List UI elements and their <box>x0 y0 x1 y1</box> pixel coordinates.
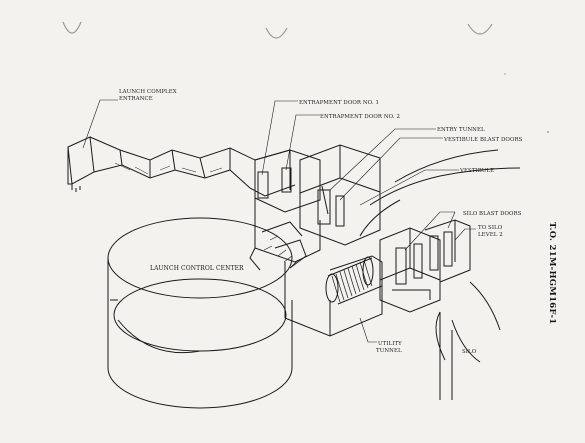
utility-tunnel-drawing <box>284 219 471 337</box>
silo-drawing <box>359 149 521 400</box>
label-vestibule-blast-doors: VESTIBULE BLAST DOORS <box>443 137 523 143</box>
label-vestibule: VESTIBULE <box>459 168 494 174</box>
label-silo: SILO <box>462 349 477 355</box>
label-entrapment-door-1: ENTRAPMENT DOOR NO. 1 <box>299 100 379 106</box>
binder-holes <box>62 21 493 39</box>
scan-marks <box>504 73 549 133</box>
label-launch-complex-entrance-2: ENTRANCE <box>119 96 153 102</box>
launch-control-center-drawing <box>107 217 293 409</box>
label-to-silo-2: LEVEL 2 <box>478 232 503 238</box>
label-launch-complex-entrance-1: LAUNCH COMPLEX <box>119 89 177 95</box>
label-silo-blast-doors: SILO BLAST DOORS <box>463 211 522 217</box>
document-code: T.O. 21M-HGM16F-1 <box>547 222 557 325</box>
leader-lines <box>82 99 476 343</box>
label-entry-tunnel: ENTRY TUNNEL <box>437 127 485 133</box>
label-entrapment-door-2: ENTRAPMENT DOOR NO. 2 <box>320 114 400 120</box>
diagram-labels: LAUNCH COMPLEX ENTRANCE ENTRAPMENT DOOR … <box>119 89 523 355</box>
label-utility-tunnel-1: UTILITY <box>378 341 402 347</box>
label-utility-tunnel-2: TUNNEL <box>376 348 402 354</box>
label-to-silo-1: TO SILO <box>478 225 503 231</box>
entry-structure-drawing <box>67 136 381 271</box>
label-launch-control-center: LAUNCH CONTROL CENTER <box>150 265 244 272</box>
